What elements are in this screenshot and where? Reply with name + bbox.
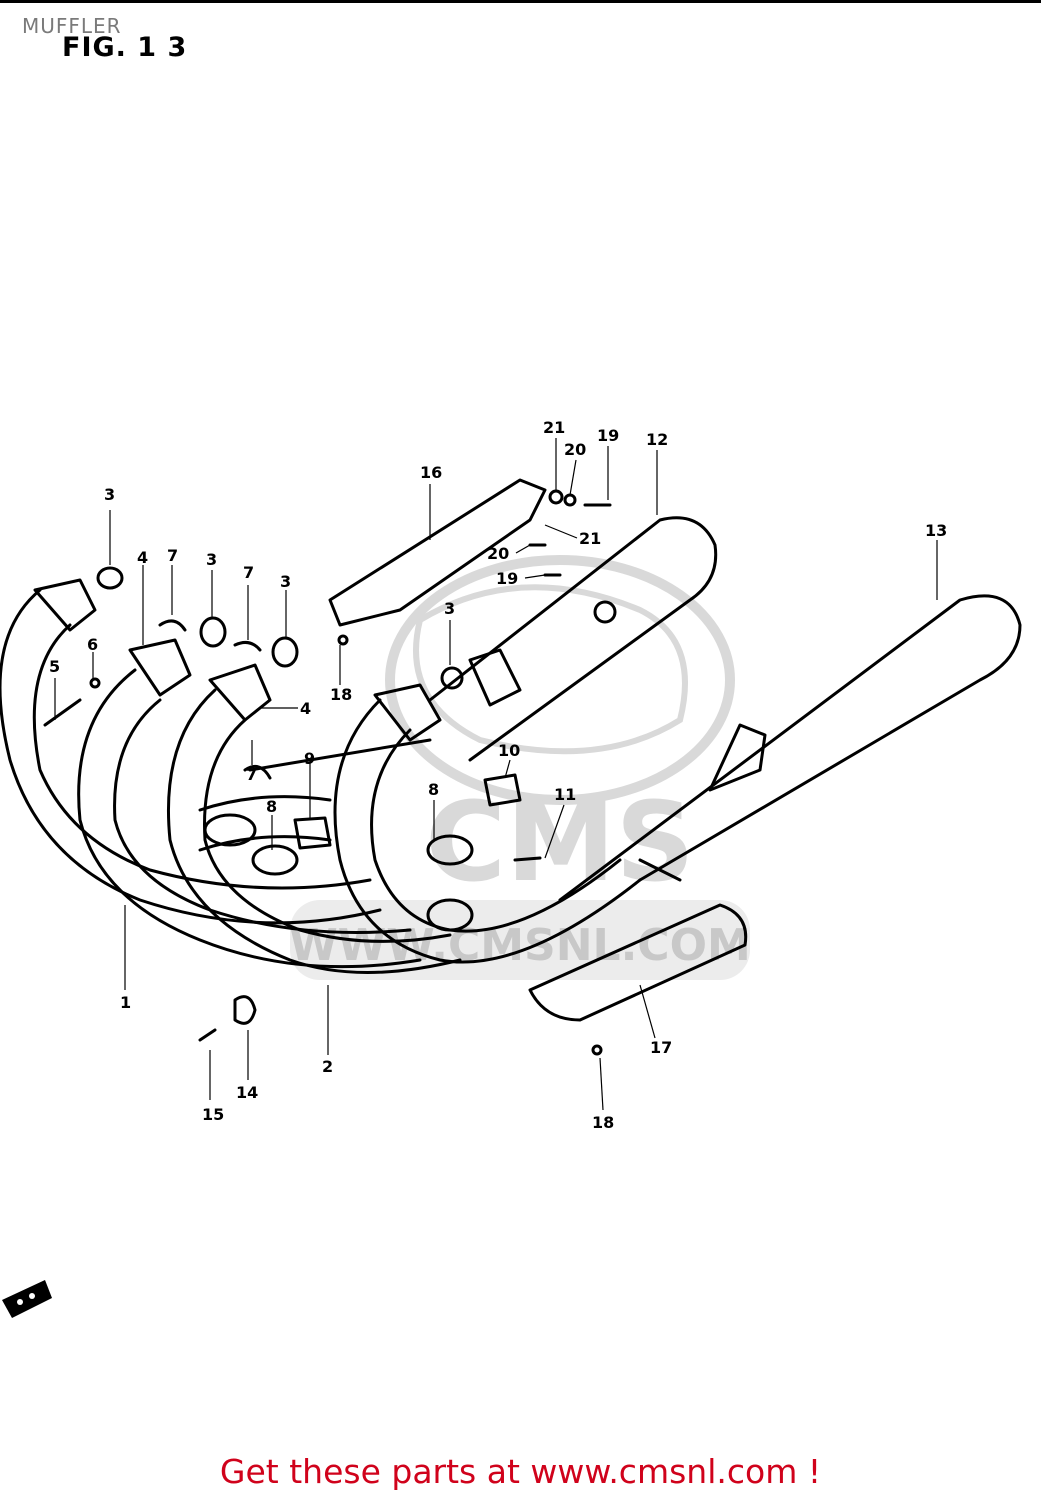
callout-9: 9 xyxy=(304,749,315,768)
callout-16: 16 xyxy=(420,463,442,482)
line-art xyxy=(0,478,1022,1056)
callout-17: 17 xyxy=(650,1038,672,1057)
callout-3: 3 xyxy=(280,572,291,591)
callout-12: 12 xyxy=(646,430,668,449)
callout-11: 11 xyxy=(554,785,576,804)
callout-18: 18 xyxy=(330,685,352,704)
exhaust-pipe-1 xyxy=(0,588,382,925)
crossover-pipe xyxy=(198,738,432,852)
header-flange-3 xyxy=(208,663,272,722)
watermark: CMS WWW.CMSNL.COM xyxy=(289,555,751,980)
muffler-12 xyxy=(428,516,718,762)
callout-20: 20 xyxy=(487,544,509,563)
callout-19: 19 xyxy=(496,569,518,588)
callout-10: 10 xyxy=(498,741,520,760)
exhaust-pipe-3 xyxy=(166,688,462,974)
callout-14: 14 xyxy=(236,1083,258,1102)
callout-8: 8 xyxy=(428,780,439,799)
callout-4: 4 xyxy=(300,699,311,718)
callout-1: 1 xyxy=(120,993,131,1012)
cover-17 xyxy=(528,903,748,1022)
callout-2: 2 xyxy=(322,1057,333,1076)
callout-13: 13 xyxy=(925,521,947,540)
callout-4: 4 xyxy=(137,548,148,567)
callout-5: 5 xyxy=(49,657,60,676)
callout-6: 6 xyxy=(87,635,98,654)
top-rule xyxy=(0,0,1041,3)
watermark-url-text: WWW.CMSNL.COM xyxy=(289,920,751,971)
callout-15: 15 xyxy=(202,1105,224,1124)
callout-7: 7 xyxy=(167,546,178,565)
callout-7: 7 xyxy=(243,563,254,582)
header-flange-2 xyxy=(128,638,192,697)
callout-19: 19 xyxy=(597,426,619,445)
callout-18: 18 xyxy=(592,1113,614,1132)
callout-21: 21 xyxy=(579,529,601,548)
header-flange-4 xyxy=(373,683,442,742)
front-arrow-icon xyxy=(2,1280,52,1318)
callout-21: 21 xyxy=(543,418,565,437)
muffler-bracket-16 xyxy=(328,478,547,627)
part-callouts: 1 2 3 3 3 3 3 4 4 5 6 7 7 7 8 8 9 10 11 … xyxy=(49,418,947,1132)
section-title: MUFFLER xyxy=(22,14,122,38)
exhaust-pipe-4 xyxy=(333,698,642,964)
callout-3: 3 xyxy=(444,599,455,618)
footer-cta-link[interactable]: Get these parts at www.cmsnl.com ! xyxy=(219,1452,822,1491)
callout-20: 20 xyxy=(564,440,586,459)
callout-8: 8 xyxy=(266,797,277,816)
clamp-9 xyxy=(293,816,332,850)
callout-3: 3 xyxy=(104,485,115,504)
leader-lines xyxy=(54,438,938,1111)
figure-label: FIG. 1 3 xyxy=(62,32,188,63)
callout-7: 7 xyxy=(246,765,257,784)
header-flange-1 xyxy=(33,578,97,632)
muffler-13 xyxy=(558,594,1022,902)
callout-3: 3 xyxy=(206,550,217,569)
